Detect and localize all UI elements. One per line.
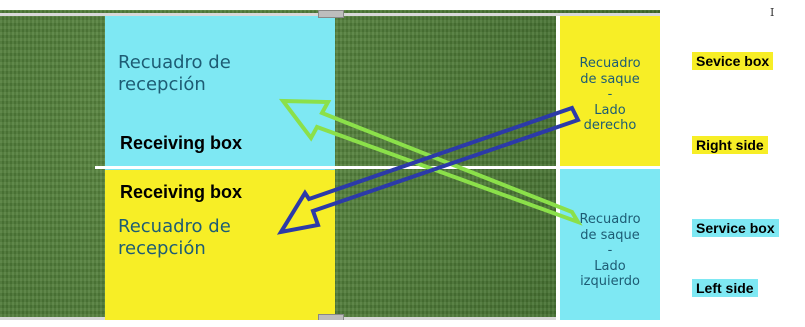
legend-service-box-left: Service box [692,219,779,237]
receiving-box-top [105,16,335,170]
serve-arrows [276,98,583,235]
legend-service-box-right: Sevice box [692,52,774,70]
net-post-top [318,10,344,18]
center-line [95,166,660,169]
service-line [556,16,560,320]
right-service-spanish: Recuadro de saque - Lado derecho [579,56,641,134]
corner-mark: I [770,6,775,19]
left-service-spanish: Recuadro de saque - Lado izquierdo [579,212,641,290]
blue-arrow [276,105,581,235]
court-diagram: Recuadro de recepción Receiving box Rece… [0,10,660,320]
service-box-right-side [560,16,660,166]
top-receiving-english: Receiving box [120,133,243,153]
legend-left-side: Left side [692,279,758,297]
bottom-receiving-english: Receiving box [120,182,243,202]
net-post-bottom [318,314,344,320]
receiving-box-bottom [105,170,335,320]
top-receiving-spanish: Recuadro de recepción [118,52,231,95]
service-box-left-side [560,168,660,320]
bottom-receiving-spanish: Recuadro de recepción [118,216,231,259]
legend-right-side: Right side [692,136,768,154]
green-arrow [278,98,583,226]
